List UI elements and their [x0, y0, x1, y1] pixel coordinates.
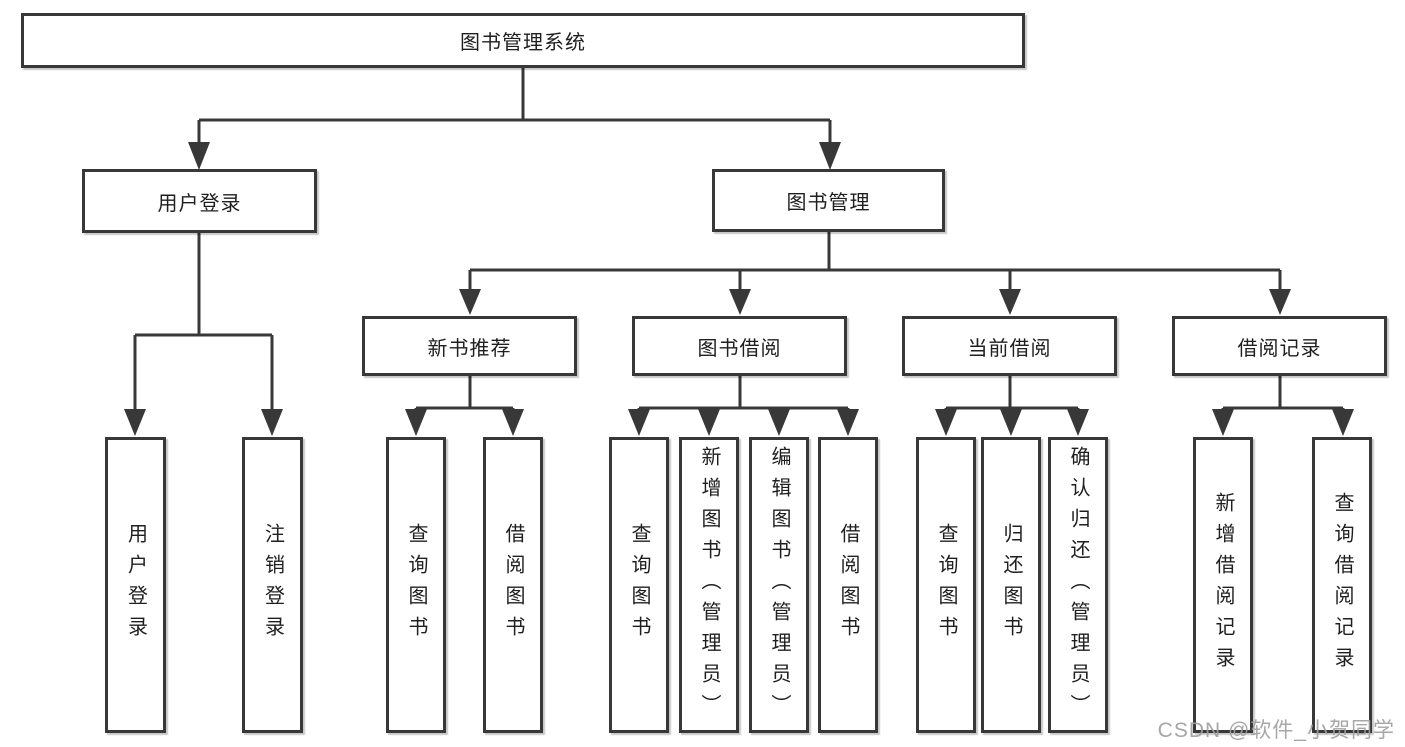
node-book-management-branch: 图书管理	[712, 169, 945, 232]
node-label: 用户登录	[157, 192, 242, 215]
leaf-user-login: 用户登录	[105, 437, 166, 733]
node-label: 新增图书（管理员）	[698, 445, 720, 725]
leaf-borrow-books-2: 借阅图书	[818, 437, 878, 733]
node-label: 编辑图书（管理员）	[768, 445, 790, 725]
node-label: 图书管理系统	[460, 32, 586, 54]
leaf-edit-books-admin: 编辑图书（管理员）	[749, 437, 809, 733]
node-book-borrowing: 图书借阅	[632, 316, 847, 376]
node-label: 借阅记录	[1237, 337, 1322, 360]
node-label: 新增借阅记录	[1212, 492, 1234, 678]
leaf-confirm-return-admin: 确认归还（管理员）	[1048, 437, 1108, 733]
node-label: 借阅图书	[837, 523, 859, 647]
leaf-query-books-3: 查询图书	[916, 437, 976, 733]
node-label: 归还图书	[1000, 523, 1022, 647]
node-user-login-branch: 用户登录	[82, 169, 317, 233]
node-label: 查询图书	[935, 523, 957, 647]
leaf-return-books: 归还图书	[981, 437, 1041, 733]
node-label: 图书借阅	[697, 337, 782, 360]
leaf-add-books-admin: 新增图书（管理员）	[679, 437, 739, 733]
node-label: 查询借阅记录	[1331, 492, 1353, 678]
node-label: 当前借阅	[967, 337, 1052, 360]
leaf-query-books-2: 查询图书	[609, 437, 669, 733]
leaf-borrow-books-1: 借阅图书	[483, 437, 543, 733]
node-label: 新书推荐	[427, 337, 512, 360]
node-label: 借阅图书	[502, 523, 524, 647]
csdn-watermark: CSDN @软件_小贺同学	[1157, 719, 1395, 742]
leaf-query-books-1: 查询图书	[386, 437, 446, 733]
connector-current-to-leaves	[944, 376, 1080, 412]
connector-bookmgmt-to-level3	[468, 232, 1282, 291]
node-label: 确认归还（管理员）	[1067, 445, 1089, 725]
connector-userlogin-to-leaves	[133, 233, 274, 412]
node-label: 注销登录	[261, 523, 284, 647]
connector-root-to-level2	[197, 68, 832, 146]
node-root-library-system: 图书管理系统	[21, 13, 1025, 68]
node-current-borrowing: 当前借阅	[902, 316, 1117, 376]
node-borrowing-records: 借阅记录	[1172, 316, 1387, 376]
leaf-add-borrow-record: 新增借阅记录	[1193, 437, 1253, 733]
connector-records-to-leaves	[1221, 376, 1345, 412]
connector-newbook-to-leaves	[414, 376, 515, 412]
leaf-logout: 注销登录	[242, 437, 303, 733]
arrowheads	[124, 142, 1354, 436]
connector-borrow-to-leaves	[637, 376, 850, 412]
node-new-book-recommend: 新书推荐	[362, 316, 577, 376]
node-label: 查询图书	[405, 523, 427, 647]
node-label: 用户登录	[124, 523, 147, 647]
node-label: 查询图书	[628, 523, 650, 647]
node-label: 图书管理	[786, 192, 871, 214]
leaf-query-borrow-record: 查询借阅记录	[1312, 437, 1372, 733]
